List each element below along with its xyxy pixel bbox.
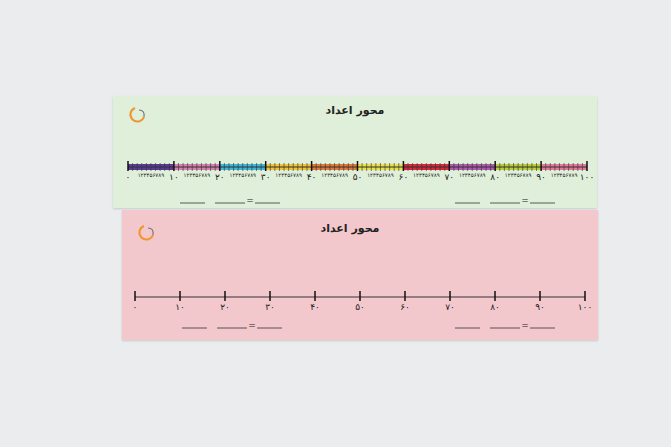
blank-line (530, 328, 555, 329)
major-tick (265, 161, 267, 171)
blank-line (257, 328, 282, 329)
major-tick (311, 161, 313, 171)
unit-digits: ۱۲۳۴۵۶۷۸۹ (367, 172, 394, 178)
major-tick (219, 161, 221, 171)
major-tick (404, 291, 406, 301)
unit-digits: ۱۲۳۴۵۶۷۸۹ (459, 172, 486, 178)
tick-number: ۱۰ (169, 172, 179, 182)
blank-line (215, 203, 245, 204)
tick-number: ۹۰ (536, 172, 546, 182)
major-tick (269, 291, 271, 301)
blank-line (182, 328, 207, 329)
logo-mark (139, 110, 144, 117)
major-tick (173, 161, 175, 171)
major-tick (539, 291, 541, 301)
blank-line (490, 203, 520, 204)
unit-digits: ۱۲۳۴۵۶۷۸۹ (184, 172, 211, 178)
tick-number: ۵۰ (353, 172, 363, 182)
tick-number: ۷۰ (445, 302, 455, 312)
tick-number: ۳۰ (261, 172, 271, 182)
equals-sign: = (246, 195, 254, 205)
blank-line (455, 203, 480, 204)
tick-number: ۲۰ (220, 302, 230, 312)
number-line-card: محور اعداد۰۱۰۲۰۳۰۴۰۵۰۶۰۷۰۸۰۹۰۱۰۰۱۲۳۴۵۶۷۸… (113, 96, 597, 208)
major-tick (134, 291, 136, 301)
number-line-card: محور اعداد ۰ ۱۰ ۲۰ ۳۰ ۴۰ ۵۰ ۶۰ ۷۰ ۸۰ ۹۰ ۱۰۰ = = (122, 210, 598, 340)
blank-line (490, 328, 520, 329)
unit-digits: ۱۲۳۴۵۶۷۸۹ (321, 172, 348, 178)
blank-line (217, 328, 247, 329)
major-tick (494, 291, 496, 301)
major-tick (586, 161, 588, 171)
tick-number: ۷۰ (444, 172, 454, 182)
major-tick (403, 161, 405, 171)
tick-number: ۸۰ (490, 172, 500, 182)
major-tick (127, 161, 129, 171)
tick-number: ۱۰ (175, 302, 185, 312)
unit-digits: ۱۲۳۴۵۶۷۸۹ (413, 172, 440, 178)
major-tick (224, 291, 226, 301)
tick-number: ۱۰۰ (578, 302, 593, 312)
unit-digits: ۱۲۳۴۵۶۷۸۹ (229, 172, 256, 178)
tick-number: ۰ (133, 302, 138, 312)
major-tick (540, 161, 542, 171)
tick-number: ۳۰ (265, 302, 275, 312)
unit-digits: ۱۲۳۴۵۶۷۸۹ (275, 172, 302, 178)
tick-number: ۸۰ (490, 302, 500, 312)
major-tick (179, 291, 181, 301)
tick-number: ۰ (126, 172, 131, 182)
major-tick (449, 161, 451, 171)
logo-mark (130, 108, 144, 122)
tick-number: ۱۰۰ (580, 172, 595, 182)
major-tick (359, 291, 361, 301)
equals-sign: = (248, 320, 256, 330)
major-tick (494, 161, 496, 171)
card-title: محور اعداد (321, 222, 380, 235)
blank-line (530, 203, 555, 204)
blank-line (255, 203, 280, 204)
logo-mark (148, 228, 153, 235)
tick-number: ۹۰ (535, 302, 545, 312)
tick-number: ۶۰ (399, 172, 409, 182)
major-tick (314, 291, 316, 301)
unit-digits: ۱۲۳۴۵۶۷۸۹ (505, 172, 532, 178)
unit-digits: ۱۲۳۴۵۶۷۸۹ (551, 172, 578, 178)
tick-number: ۵۰ (355, 302, 365, 312)
logo-mark (139, 226, 153, 240)
major-tick (357, 161, 359, 171)
tick-number: ۲۰ (215, 172, 225, 182)
major-tick (584, 291, 586, 301)
tick-number: ۴۰ (310, 302, 320, 312)
unit-digits: ۱۲۳۴۵۶۷۸۹ (138, 172, 165, 178)
blank-line (455, 328, 480, 329)
blank-line (180, 203, 205, 204)
equals-sign: = (521, 320, 529, 330)
tick-number: ۴۰ (307, 172, 317, 182)
tick-number: ۶۰ (400, 302, 410, 312)
card-title: محور اعداد (326, 104, 385, 117)
equals-sign: = (521, 195, 529, 205)
major-tick (449, 291, 451, 301)
